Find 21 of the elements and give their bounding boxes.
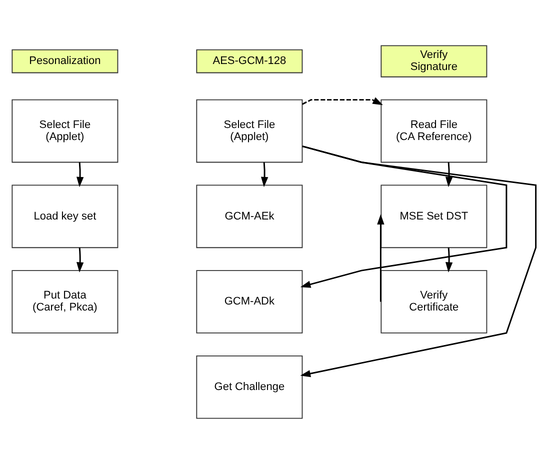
node-box: GCM-AEk	[196, 184, 303, 248]
node-box: Verify Certificate	[380, 270, 488, 333]
node-box: MSE Set DST	[380, 184, 488, 248]
node-box: Select File (Applet)	[196, 98, 303, 162]
arrow	[76, 162, 84, 187]
arrow	[377, 214, 384, 302]
node-box: GCM-ADk	[196, 270, 303, 333]
node-box: Verify Signature	[380, 44, 488, 77]
node-box: Load key set	[12, 184, 118, 248]
arrow	[300, 145, 537, 377]
arrow	[260, 162, 268, 187]
arrow	[445, 247, 453, 272]
arrow	[445, 162, 453, 187]
arrow	[76, 247, 84, 272]
node-box: AES-GCM-128	[196, 48, 303, 73]
node-box: Put Data (Caref, Pkca)	[12, 270, 118, 333]
node-box: Select File (Applet)	[12, 98, 118, 162]
node-box: Pesonalization	[12, 48, 118, 73]
arrow	[302, 96, 383, 105]
node-box: Read File (CA Reference)	[380, 98, 488, 162]
node-box: Get Challenge	[196, 354, 303, 418]
